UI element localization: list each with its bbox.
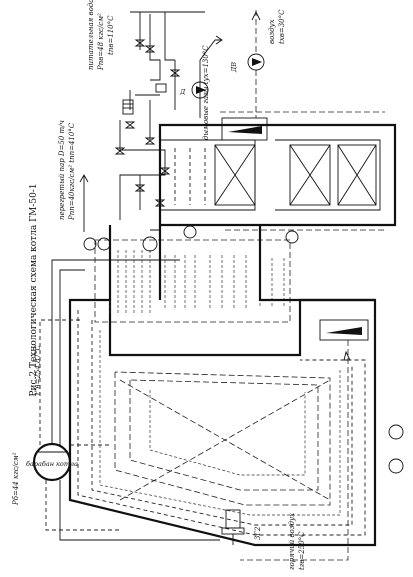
valve-6-icon: [114, 147, 126, 155]
hot-air-temp-label: tгв=250°C: [298, 531, 306, 570]
air-temp-label: tхв=30°C: [278, 9, 286, 44]
regulator-icon: [155, 83, 167, 93]
flue-gas-label: дымовые газы tух=130°C: [202, 45, 210, 140]
desuperheater-icon: [142, 236, 158, 252]
superheated-steam-label: перегретый пар D=50 т/ч: [58, 120, 66, 220]
valve-2-icon: [144, 45, 156, 53]
feed-water-pressure: Pпв=48 кгс/см²: [97, 13, 105, 71]
valve-4-icon: [124, 121, 136, 129]
burner-lower-icon: [388, 458, 404, 474]
air-heater-upper: [221, 117, 268, 141]
saturation-temp-label: t"н=254.87°C: [34, 344, 42, 395]
burner-upper-icon: [388, 424, 404, 440]
hot-air-label: горячий воздух: [288, 513, 296, 570]
air-label: воздух: [268, 19, 276, 44]
feed-water-label: питательная вода: [87, 0, 95, 70]
superheated-steam-params: Pпп=40кгс/см² tпп=410°C: [68, 122, 76, 221]
valve-9-icon: [154, 199, 166, 207]
valve-1-icon: [134, 39, 146, 47]
furnace: [68, 298, 377, 547]
valve-5-icon: [144, 137, 156, 145]
feed-water-temp: tпв=110°C: [107, 15, 115, 55]
fuel-inlet: [221, 509, 245, 545]
air-heater-lower: [319, 319, 369, 341]
collector-4-icon: [285, 230, 299, 244]
drum-pressure-label: Pб=44 кгс/см²: [12, 452, 20, 506]
feed-water-piping: [114, 11, 205, 231]
drum-label: барабан котла: [26, 460, 78, 468]
smoke-exhauster-icon: [191, 81, 209, 99]
exhauster-label: Д: [179, 88, 186, 96]
collector-3-icon: [183, 225, 197, 239]
flow-meter-icon: [122, 99, 134, 115]
flue-gas-exhauster: [191, 35, 223, 118]
fan-label: ДВ: [230, 62, 238, 73]
valve-8-icon: [134, 184, 146, 192]
air-fan: [247, 10, 265, 118]
collector-1-icon: [83, 237, 97, 251]
fuel-label: ЗГ2: [254, 526, 262, 540]
valve-7-icon: [159, 167, 171, 175]
diagram-title: Рис.2 Технологическая схема котла ГМ-50-…: [29, 183, 39, 396]
valve-3-icon: [169, 69, 181, 77]
